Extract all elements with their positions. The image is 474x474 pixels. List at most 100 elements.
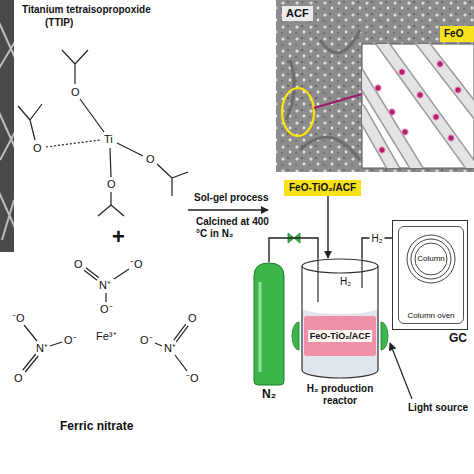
- nitrate-bonds: [174, 324, 186, 340]
- ttip-bonds: [46, 140, 100, 147]
- particle-dots: [433, 114, 439, 120]
- atom-symbol: N⁺: [36, 342, 48, 355]
- catalyst-bed: FeO-TiO₂/ACF: [304, 316, 376, 356]
- atom-symbol: O⁻: [100, 303, 113, 316]
- sem-texture: [286, 30, 360, 160]
- ttip-bonds: [157, 164, 188, 196]
- atom-symbol: ⁻O: [130, 258, 143, 271]
- gas-cylinder: N₂: [252, 262, 286, 386]
- particle-dots: [399, 69, 405, 75]
- particle-dots: [455, 87, 461, 93]
- panel-label: ACF: [282, 6, 313, 21]
- particle-dots: [379, 147, 385, 153]
- nitrate-bonds: [155, 343, 162, 346]
- nitrate-bonds: [105, 293, 106, 302]
- particle-dots: [375, 61, 461, 153]
- particle-dots: [389, 109, 395, 115]
- atom-symbol: O: [146, 153, 155, 166]
- sem-strip: [0, 0, 14, 252]
- column-oven: Column oven Column: [398, 226, 464, 324]
- process-arrow: [188, 209, 268, 211]
- nitrate-bonds: [114, 269, 129, 279]
- particle-dots: [402, 129, 408, 135]
- gas-name: N₂: [262, 388, 276, 402]
- catalyst-name: FeO-TiO₂/ACF: [289, 182, 356, 194]
- catalyst-label: FeO-TiO₂/ACF: [284, 180, 361, 196]
- compound-name: Titanium tetraisopropoxide: [22, 4, 151, 16]
- plus-sign: +: [112, 224, 125, 249]
- atom-symbol: O: [74, 258, 83, 271]
- atom-symbol: O⁻: [140, 334, 153, 347]
- cylinder-body: [254, 263, 284, 385]
- fiber-schematic: [362, 44, 474, 168]
- zoom-inset: [350, 40, 474, 190]
- ttip-bonds: [62, 50, 88, 84]
- column-label: Column: [416, 254, 446, 263]
- callout-box: FeO: [440, 26, 474, 42]
- oven-label: Column oven: [399, 311, 463, 320]
- compound-name: Ferric nitrate: [60, 420, 133, 434]
- atom-symbol: N⁺: [99, 279, 111, 292]
- leader-arrow: [390, 343, 412, 399]
- particle-dots: [448, 135, 454, 141]
- process-condition: Calcined at 400 °C in N₂: [196, 216, 278, 239]
- reactor-tubes: [318, 258, 362, 302]
- ttip-bonds: [80, 99, 104, 132]
- zoom-line: [314, 94, 362, 108]
- atom-symbol: O: [14, 372, 23, 385]
- gas-line: [269, 238, 318, 262]
- light-lamps: [292, 322, 299, 350]
- particle-dots: [417, 92, 423, 98]
- nitrate-bonds: [23, 354, 36, 370]
- reactor-name: H₂ production reactor: [295, 383, 385, 406]
- atom-symbol: Fe³⁺: [96, 330, 117, 343]
- atom-symbol: O: [107, 178, 116, 191]
- ttip-bonds: [110, 148, 111, 177]
- callout-label: FeO: [444, 28, 470, 40]
- particle-dots: [375, 85, 381, 91]
- process-label: Sol-gel process: [194, 192, 268, 204]
- nitrate-bonds: [23, 268, 188, 372]
- ttip-bonds: [18, 50, 188, 216]
- reactor-wall: [302, 266, 378, 378]
- compound-abbrev: (TTIP): [45, 17, 73, 29]
- particle-dots: [437, 61, 443, 67]
- nitrate-bonds: [175, 355, 187, 371]
- highlight-ellipse: [282, 88, 314, 136]
- reactor-liquid: [302, 308, 378, 378]
- cylinder-outline: [252, 262, 286, 386]
- column-coil: Column: [405, 233, 457, 285]
- atom-symbol: O: [188, 312, 197, 325]
- light-lamps: [381, 322, 388, 350]
- atom-symbol: ⁻O: [186, 372, 199, 385]
- reactor-rim: [302, 259, 378, 273]
- atom-symbol: O: [71, 86, 80, 99]
- atom-symbol: O: [33, 142, 42, 155]
- atom-symbol: ⁻O: [12, 312, 25, 325]
- ttip-bonds: [98, 192, 124, 216]
- column-coil: [415, 243, 447, 275]
- catalyst-name: FeO-TiO₂/ACF: [308, 330, 372, 342]
- gc-instrument: GCColumn ovenColumn: [392, 220, 468, 330]
- ttip-bonds: [117, 143, 143, 156]
- atom-symbol: N⁺: [164, 342, 176, 355]
- cylinder-highlight: [259, 282, 262, 372]
- lamp-label: Light source: [408, 402, 468, 414]
- instrument-name: GC: [449, 332, 467, 346]
- atom-symbol: O⁻: [64, 334, 77, 347]
- edge-label: H₂: [369, 233, 384, 244]
- column-coil: [411, 239, 451, 279]
- nitrate-bonds: [24, 325, 37, 341]
- atom-symbol: Ti: [104, 133, 113, 146]
- ttip-bonds: [18, 104, 42, 140]
- fiber-strands: [0, 20, 14, 240]
- fiber-schematic: [362, 44, 474, 168]
- nitrate-bonds: [84, 270, 97, 280]
- gas-label: H₂: [340, 276, 351, 288]
- fiber-schematic: [362, 44, 474, 168]
- nitrate-bonds: [50, 342, 62, 346]
- column-coil: [407, 235, 455, 283]
